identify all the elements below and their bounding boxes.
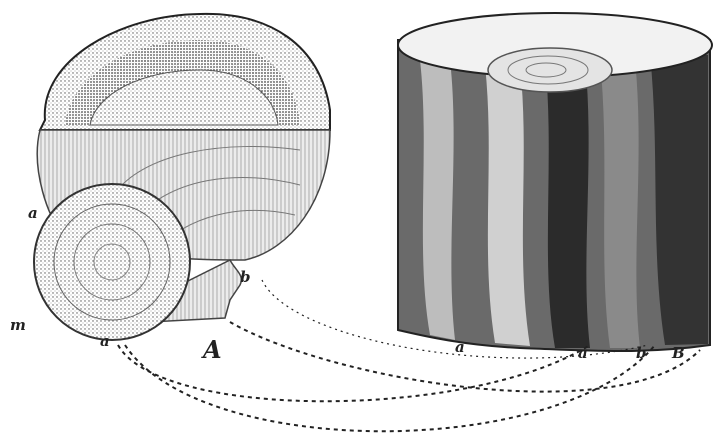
label-b-log: b (636, 344, 647, 362)
fungus-round-cap (34, 184, 190, 340)
log (398, 13, 712, 351)
label-m: m (10, 316, 26, 334)
label-B: B (671, 344, 685, 362)
label-a-lower: a (100, 332, 110, 350)
label-a-log-2: a (578, 344, 588, 362)
bracket-fungus (34, 14, 330, 340)
label-a-upper: a (28, 204, 38, 222)
dashed-link-a-to-a (118, 345, 590, 401)
bark-stripe-mid (600, 60, 640, 348)
label-A: A (201, 335, 222, 364)
log-top-ring-1 (488, 48, 612, 92)
bark-stripe-dark-1 (545, 60, 590, 348)
label-b-left: b (240, 268, 251, 286)
label-a-log-1: a (455, 338, 465, 356)
